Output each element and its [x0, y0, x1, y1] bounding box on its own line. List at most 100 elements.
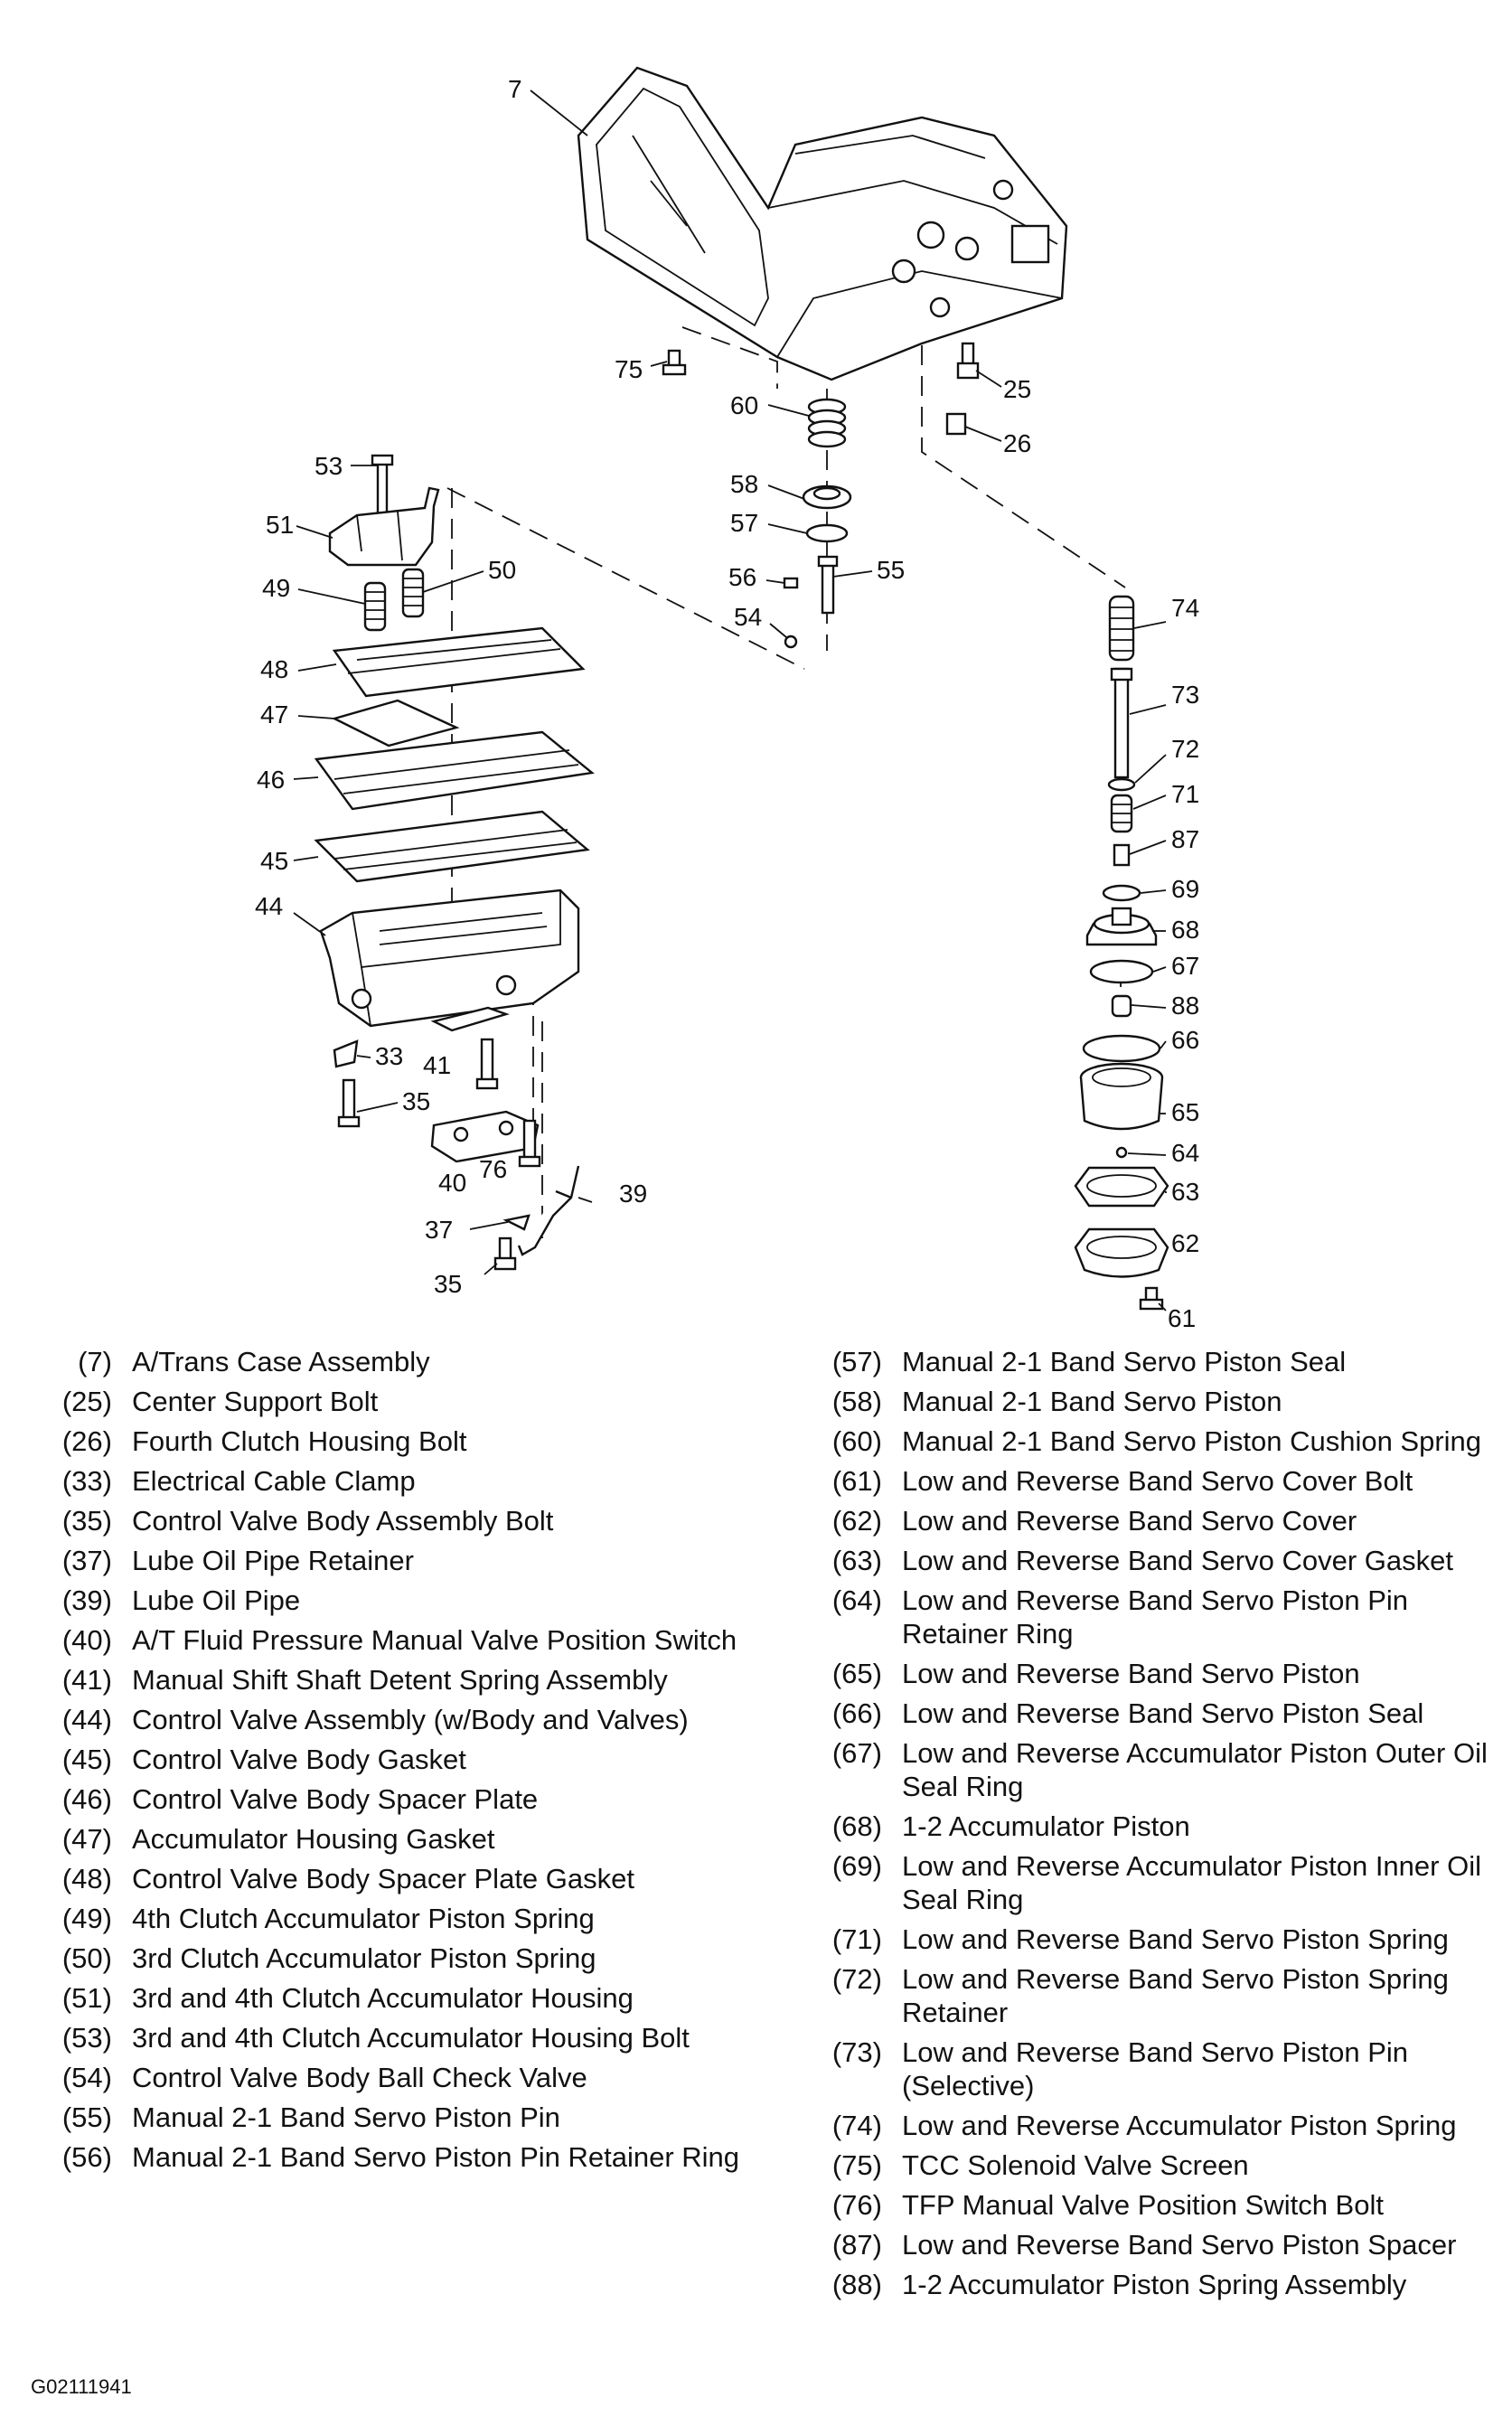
bolt-35-left	[337, 1078, 361, 1128]
figure-id: G02111941	[31, 2375, 132, 2398]
callout-46: 46	[257, 766, 285, 794]
accumulator-piston-68	[1085, 907, 1158, 946]
spacer-plate-gasket-48	[332, 626, 586, 698]
accumulator-housing-51	[328, 486, 440, 567]
transmission-case	[577, 66, 1068, 381]
legend-label: Manual 2-1 Band Servo Piston Pin Retaine…	[132, 2141, 740, 2173]
callout-50: 50	[488, 556, 516, 584]
legend-label: TFP Manual Valve Position Switch Bolt	[902, 2189, 1384, 2221]
legend-row: (72) Low and Reverse Band Servo Piston Sp…	[795, 1962, 1509, 2029]
legend-number: (60)	[831, 1425, 882, 1457]
legend-right-column: (57) Manual 2-1 Band Servo Piston Seal (58…	[795, 1345, 1509, 2308]
piston-spring-71	[1110, 794, 1133, 833]
detent-spring-41	[430, 1006, 510, 1032]
legend-row: (35)Control Valve Body Assembly Bolt	[25, 1504, 748, 1537]
legend-number: (49)	[61, 1903, 112, 1934]
legend-row: (40)A/T Fluid Pressure Manual Valve Posi…	[25, 1623, 748, 1657]
legend-label: Low and Reverse Band Servo Piston Pin Re…	[902, 1584, 1409, 1650]
callout-58: 58	[730, 470, 758, 498]
legend-label: Low and Reverse Accumulator Piston Sprin…	[902, 2110, 1457, 2141]
legend-row: (60)Manual 2-1 Band Servo Piston Cushion…	[795, 1424, 1509, 1458]
legend-label: Low and Reverse Band Servo Cover Gasket	[902, 1545, 1453, 1576]
callout-35-upper: 35	[402, 1087, 430, 1115]
piston-pin-73	[1110, 667, 1133, 779]
callout-63: 63	[1171, 1178, 1199, 1206]
legend-row: (25)Center Support Bolt	[25, 1385, 748, 1418]
legend-row: (74)Low and Reverse Accumulator Piston S…	[795, 2109, 1509, 2142]
callout-72: 72	[1171, 735, 1199, 763]
spring-retainer-72	[1107, 777, 1136, 792]
callout-65: 65	[1171, 1098, 1199, 1126]
legend-number: (62)	[831, 1505, 882, 1537]
legend-row: (39) Lube Oil Pipe	[25, 1584, 748, 1617]
legend-row: (47)Accumulator Housing Gasket	[25, 1822, 748, 1856]
legend-label: Low and Reverse Band Servo Piston	[902, 1658, 1360, 1689]
legend-number: (45)	[61, 1744, 112, 1775]
legend-number: (39)	[61, 1584, 112, 1616]
legend-label: Control Valve Assembly (w/Body and Valve…	[132, 1704, 689, 1735]
legend-label: Manual Shift Shaft Detent Spring Assembl…	[132, 1664, 668, 1696]
legend-label: Lube Oil Pipe	[132, 1584, 301, 1616]
callout-49: 49	[262, 574, 290, 602]
legend-row: (76)TFP Manual Valve Position Switch Bol…	[795, 2188, 1509, 2222]
inner-seal-ring-69	[1102, 884, 1141, 902]
legend-row: (37)Lube Oil Pipe Retainer	[25, 1544, 748, 1577]
callout-60: 60	[730, 391, 758, 419]
legend-label: Manual 2-1 Band Servo Piston	[902, 1386, 1282, 1417]
cable-clamp-33	[333, 1039, 359, 1068]
spring-assembly-88	[1111, 994, 1132, 1018]
control-valve-assembly-44	[319, 888, 580, 1028]
legend-label: Low and Reverse Band Servo Piston Seal	[902, 1697, 1424, 1729]
legend-row: (58) Manual 2-1 Band Servo Piston	[795, 1385, 1509, 1418]
legend-number: (48)	[61, 1863, 112, 1894]
legend-number: (58)	[831, 1386, 882, 1417]
legend-number: (47)	[61, 1823, 112, 1855]
callout-56: 56	[728, 563, 756, 591]
legend-number: (61)	[831, 1465, 882, 1497]
piston-spacer-87	[1113, 843, 1131, 867]
bolt-35-lower	[493, 1236, 517, 1271]
legend-number: (54)	[61, 2062, 112, 2093]
legend-label: A/T Fluid Pressure Manual Valve Position…	[132, 1624, 737, 1656]
callout-47: 47	[260, 700, 288, 729]
callout-71: 71	[1171, 780, 1199, 808]
legend-label: Control Valve Body Spacer Plate	[132, 1783, 539, 1815]
legend-label: Low and Reverse Band Servo Cover Bolt	[902, 1465, 1413, 1497]
legend-label: Low and Reverse Band Servo Piston Spacer	[902, 2229, 1457, 2261]
cushion-spring-60	[807, 398, 847, 448]
legend-label: Low and Reverse Band Servo Piston Spring…	[902, 1963, 1449, 2028]
callout-51: 51	[266, 511, 294, 539]
retainer-ring-56	[783, 577, 799, 589]
legend-row: (64) Low and Reverse Band Servo Piston Pi…	[795, 1584, 1509, 1650]
position-switch-40	[430, 1110, 540, 1163]
callout-62: 62	[1171, 1229, 1199, 1257]
legend-row: (49) 4th Clutch Accumulator Piston Spring	[25, 1902, 748, 1935]
legend-number: (69)	[831, 1850, 882, 1882]
bolt-25	[956, 342, 980, 380]
legend-row: (45)Control Valve Body Gasket	[25, 1743, 748, 1776]
callout-61: 61	[1168, 1304, 1196, 1332]
legend-row: (75)TCC Solenoid Valve Screen	[795, 2148, 1509, 2182]
outer-seal-ring-67	[1089, 959, 1154, 984]
callout-64: 64	[1171, 1139, 1199, 1167]
legend-label: Center Support Bolt	[132, 1386, 379, 1417]
callout-33: 33	[375, 1042, 403, 1070]
legend-number: (72)	[831, 1963, 882, 1995]
legend-row: (55)Manual 2-1 Band Servo Piston Pin	[25, 2101, 748, 2134]
legend-row: (33)Electrical Cable Clamp	[25, 1464, 748, 1498]
spring-49	[363, 581, 387, 632]
legend-number: (26)	[61, 1425, 112, 1457]
callout-25: 25	[1003, 375, 1031, 403]
legend-number: (51)	[61, 1982, 112, 2014]
legend-row: (65)Low and Reverse Band Servo Piston	[795, 1657, 1509, 1690]
legend-number: (64)	[831, 1584, 882, 1616]
piston-pin-55	[817, 555, 839, 615]
legend-label: Manual 2-1 Band Servo Piston Seal	[902, 1346, 1347, 1377]
legend-row: (26)Fourth Clutch Housing Bolt	[25, 1424, 748, 1458]
cover-gasket-63	[1074, 1166, 1169, 1208]
legend-label: 4th Clutch Accumulator Piston Spring	[132, 1903, 595, 1934]
legend-label: Low and Reverse Band Servo Piston Pin (S…	[902, 2036, 1409, 2101]
legend-row: (54)Control Valve Body Ball Check Valve	[25, 2061, 748, 2094]
legend-number: (57)	[831, 1346, 882, 1377]
bolt-53	[371, 454, 394, 517]
